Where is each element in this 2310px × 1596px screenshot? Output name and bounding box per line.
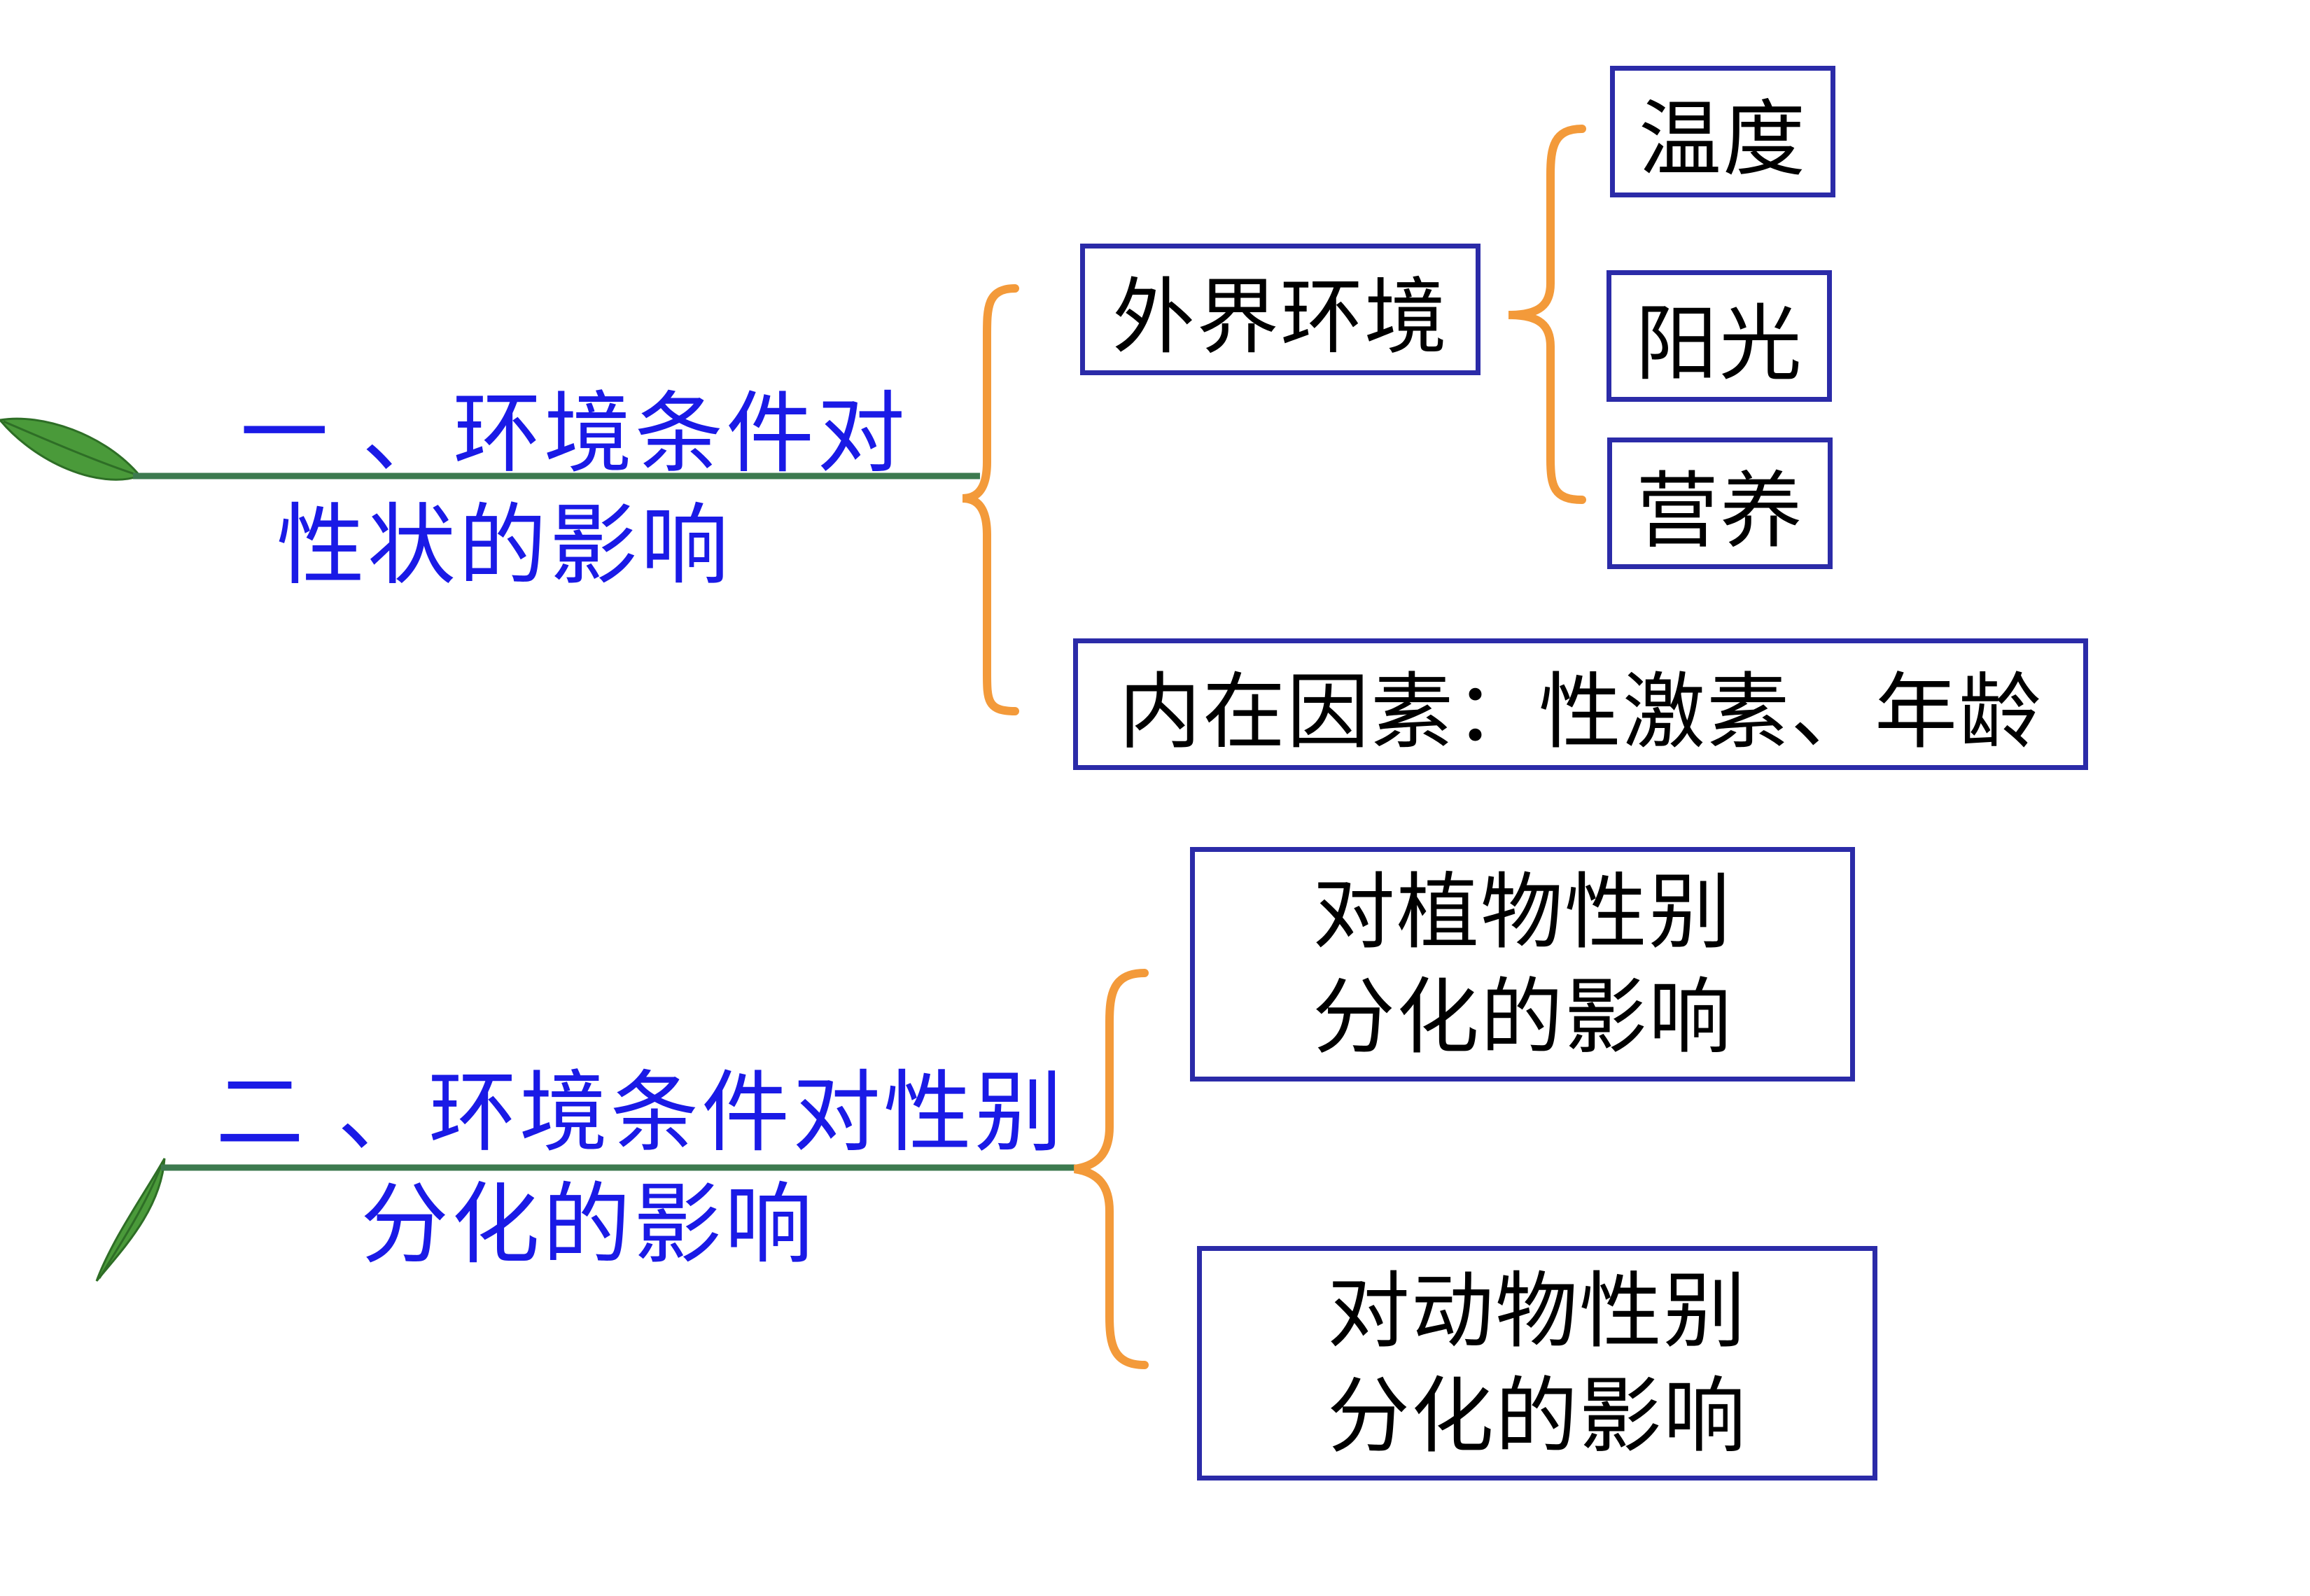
animal-sex-differentiation-box: 对动物性别 分化的影响: [1197, 1246, 1877, 1480]
sunlight-box: 阳光: [1606, 270, 1832, 402]
section-1-heading-line-1: 一 、环境条件对: [239, 382, 909, 485]
brace-2: [1508, 125, 1586, 504]
brace-3: [1073, 969, 1149, 1369]
animal-box-line-2: 分化的影响: [1326, 1367, 1747, 1464]
section-2-heading-line-1: 二 、环境条件对性别: [215, 1061, 1066, 1164]
section-1-heading-line-2: 性状的影响: [276, 494, 732, 597]
animal-box-line-1: 对动物性别: [1326, 1262, 1747, 1359]
section-2-heading: 二 、环境条件对性别 分化的影响: [203, 1057, 1078, 1281]
nutrition-label: 营养: [1635, 462, 1804, 559]
leaf-icon: [95, 1158, 166, 1282]
temperature-label: 温度: [1638, 90, 1807, 188]
external-environment-label: 外界环境: [1112, 268, 1448, 365]
section-2-heading-line-2: 分化的影响: [360, 1173, 816, 1276]
brace-1: [962, 284, 1019, 715]
section-1-heading: 一 、环境条件对 性状的影响: [224, 378, 924, 602]
internal-factors-label: 内在因素：性激素、年龄: [1118, 663, 2043, 760]
plant-box-line-1: 对植物性别: [1312, 863, 1732, 960]
plant-sex-differentiation-box: 对植物性别 分化的影响: [1190, 847, 1855, 1082]
plant-box-line-2: 分化的影响: [1312, 968, 1732, 1065]
leaf-vein: [3, 420, 137, 476]
nutrition-box: 营养: [1607, 438, 1833, 569]
temperature-box: 温度: [1610, 66, 1835, 197]
sunlight-label: 阳光: [1634, 295, 1803, 392]
internal-factors-box: 内在因素：性激素、年龄: [1073, 638, 2088, 770]
leaf-vein: [98, 1161, 164, 1279]
external-environment-box: 外界环境: [1080, 244, 1480, 375]
